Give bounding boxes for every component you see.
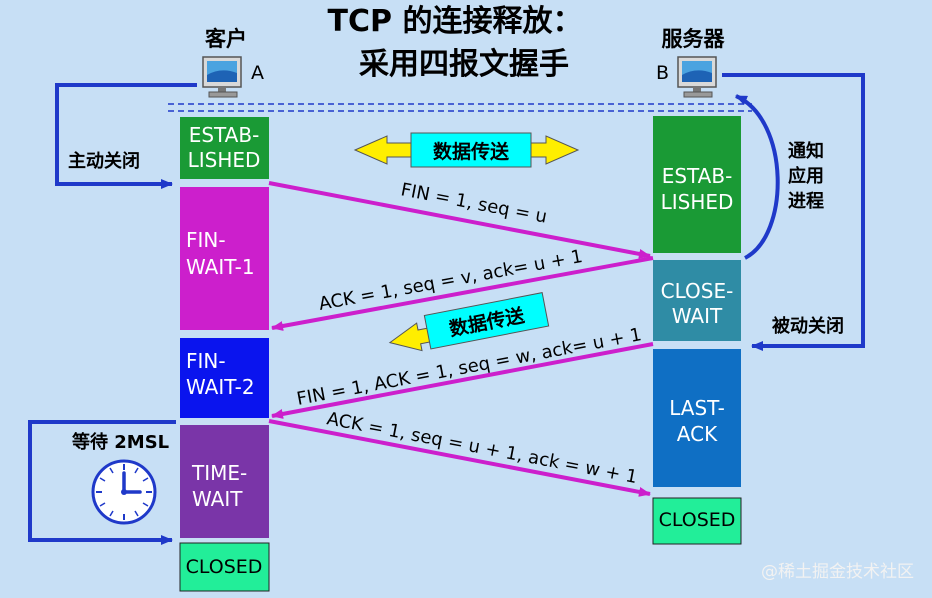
client-state-fin-wait-1: FIN- WAIT-1 bbox=[180, 187, 269, 330]
state-label: LAST- bbox=[669, 396, 725, 420]
state-label: FIN- bbox=[186, 349, 226, 373]
data-transfer-label: 数据传送 bbox=[433, 140, 510, 163]
data-transfer-box bbox=[410, 132, 532, 168]
final-ack-arrow bbox=[268, 419, 651, 497]
state-label: CLOSED bbox=[186, 556, 263, 578]
fin-ack-arrow bbox=[271, 342, 654, 419]
wait-2msl-label: 等待 2MSL bbox=[72, 431, 169, 453]
server-letter: B bbox=[656, 62, 669, 84]
state-label: WAIT-1 bbox=[186, 255, 255, 279]
notify-app-label-3: 进程 bbox=[788, 191, 824, 212]
state-label: CLOSE- bbox=[661, 279, 734, 303]
computer-icon bbox=[677, 56, 717, 98]
server-state-last-ack: LAST- ACK bbox=[653, 349, 741, 487]
active-close-arrow bbox=[55, 83, 197, 189]
state-label: LISHED bbox=[188, 148, 261, 172]
state-label: FIN- bbox=[186, 228, 226, 252]
client-label: 客户 bbox=[205, 27, 247, 51]
server-state-close-wait: CLOSE- WAIT bbox=[653, 260, 741, 341]
state-label: WAIT bbox=[192, 487, 243, 511]
server-state-closed: CLOSED bbox=[652, 497, 742, 545]
state-label: WAIT-2 bbox=[186, 375, 255, 399]
notify-app-label-1: 通知 bbox=[788, 140, 824, 162]
clock-icon bbox=[91, 459, 157, 525]
data-transfer-left: 数据传送 bbox=[388, 292, 550, 352]
state-label: TIME- bbox=[191, 461, 247, 485]
title-line-1: TCP 的连接释放： bbox=[328, 4, 583, 39]
state-label: ACK bbox=[677, 422, 718, 446]
ack-arrow bbox=[271, 256, 654, 331]
title-line-2: 采用四报文握手 bbox=[359, 47, 569, 82]
state-label: ESTAB- bbox=[189, 123, 260, 147]
client-state-fin-wait-2: FIN- WAIT-2 bbox=[180, 338, 269, 418]
server-label: 服务器 bbox=[662, 27, 726, 51]
state-label: CLOSED bbox=[659, 509, 736, 531]
client-state-established: ESTAB- LISHED bbox=[180, 117, 269, 179]
watermark: @稀土掘金技术社区 bbox=[761, 562, 914, 582]
wait-2msl-arrow bbox=[28, 420, 176, 545]
passive-close-label: 被动关闭 bbox=[772, 315, 844, 337]
state-label: WAIT bbox=[672, 304, 723, 328]
client-state-closed: CLOSED bbox=[179, 542, 270, 592]
active-close-label: 主动关闭 bbox=[68, 150, 140, 172]
final-ack-message: ACK = 1, seq = u + 1, ack = w + 1 bbox=[325, 408, 639, 488]
passive-close-arrow bbox=[722, 73, 865, 351]
client-state-time-wait: TIME- WAIT bbox=[180, 425, 269, 538]
state-label: ESTAB- bbox=[662, 164, 733, 188]
fin-arrow bbox=[268, 181, 651, 259]
client-letter: A bbox=[251, 62, 264, 84]
computer-icon bbox=[202, 56, 242, 98]
state-label: LISHED bbox=[661, 190, 734, 214]
notify-app-label-2: 应用 bbox=[788, 165, 824, 187]
notify-app-arrow bbox=[735, 94, 780, 260]
data-transfer-box bbox=[423, 292, 550, 350]
server-state-established: ESTAB- LISHED bbox=[653, 116, 741, 253]
